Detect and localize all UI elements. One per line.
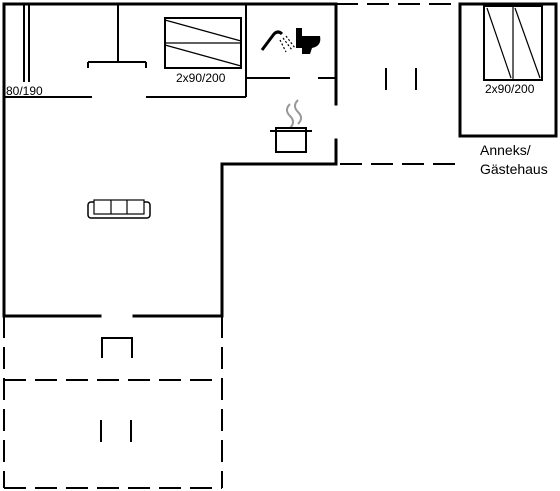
annex-label-line2: Gästehaus bbox=[480, 161, 548, 177]
bed-single-label: 80/190 bbox=[6, 84, 43, 98]
bed-double-annex-label: 2x90/200 bbox=[485, 82, 535, 96]
main-house-walls bbox=[2, 2, 338, 318]
bed-double-main bbox=[164, 17, 242, 69]
toilet-icon bbox=[296, 28, 321, 54]
annex-walls bbox=[458, 2, 558, 138]
terrace bbox=[3, 316, 223, 489]
cooking-pot-icon bbox=[270, 99, 312, 153]
sofa-icon bbox=[87, 199, 151, 219]
covered-passage bbox=[336, 3, 460, 165]
interior-walls bbox=[4, 4, 336, 98]
bed-double-annex bbox=[483, 5, 543, 81]
bed-double-main-label: 2x90/200 bbox=[176, 71, 226, 85]
annex-label-line1: Anneks/ bbox=[480, 142, 531, 158]
shower-icon bbox=[260, 30, 296, 53]
